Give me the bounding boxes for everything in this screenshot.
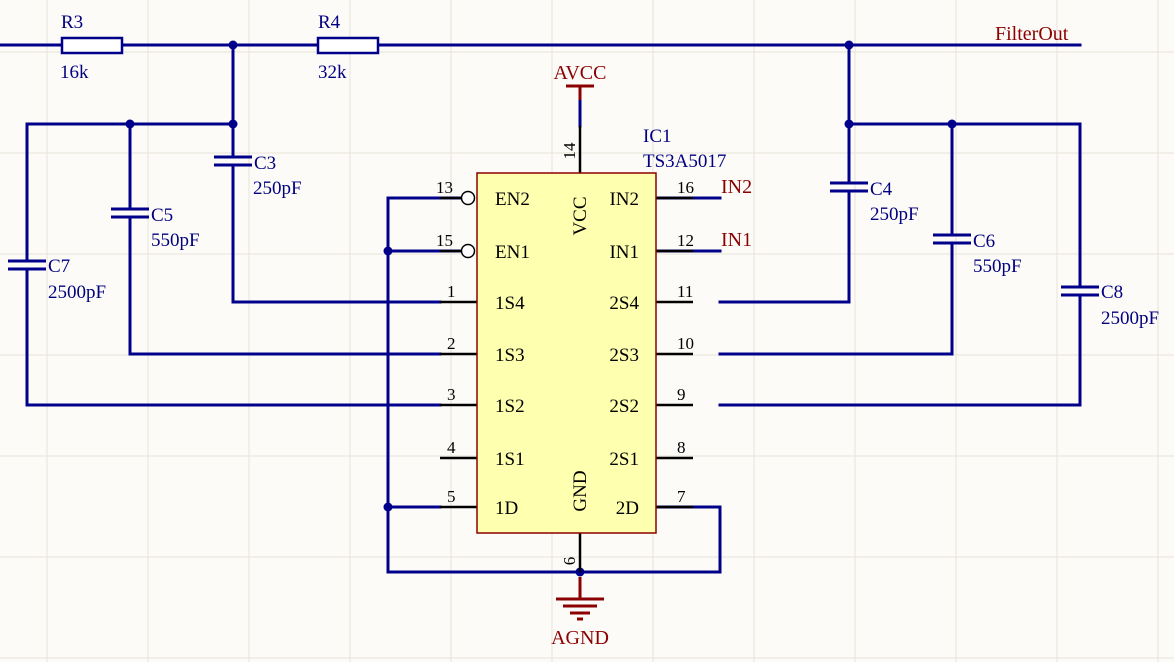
junction-dot — [228, 119, 238, 129]
pin-name-1d: 1D — [495, 498, 518, 519]
junction-dot — [228, 40, 238, 50]
r4-designator: R4 — [318, 12, 341, 33]
c8-value: 2500pF — [1101, 308, 1159, 329]
pin-name-1s3: 1S3 — [495, 345, 525, 366]
pin-name-gnd: GND — [570, 470, 591, 511]
pin-name-en2: EN2 — [495, 189, 530, 210]
pin-number-11: 11 — [677, 282, 693, 301]
pin-number-15: 15 — [436, 231, 453, 250]
ic1-part: TS3A5017 — [643, 151, 726, 172]
capacitor-c6[interactable] — [933, 233, 971, 245]
ic1-body[interactable] — [476, 172, 657, 534]
c4-value: 250pF — [870, 204, 919, 225]
net-label-in2[interactable]: IN2 — [721, 176, 752, 198]
pin-number-9: 9 — [677, 385, 686, 404]
junction-dot — [844, 40, 854, 50]
c3-value: 250pF — [253, 178, 302, 199]
pin-name-2d: 2D — [616, 498, 639, 519]
junction-dot — [844, 119, 854, 129]
junction-dot — [125, 119, 135, 129]
pin-number-8: 8 — [677, 438, 686, 457]
en2-inversion-bubble — [460, 190, 476, 206]
agnd-power-port[interactable] — [556, 577, 604, 621]
resistor-r3-body[interactable] — [60, 36, 124, 55]
agnd-label: AGND — [551, 627, 609, 649]
junction-dots — [125, 40, 957, 577]
pin-number-4: 4 — [447, 438, 456, 457]
pin-name-en1: EN1 — [495, 242, 530, 263]
pin-number-10: 10 — [677, 334, 694, 353]
resistor-r4-body[interactable] — [316, 36, 380, 55]
c7-value: 2500pF — [48, 282, 106, 303]
pin-name-2s3: 2S3 — [609, 345, 639, 366]
pin-name-in2: IN2 — [609, 189, 639, 210]
c6-designator: C6 — [973, 231, 995, 252]
c7-designator: C7 — [48, 256, 70, 277]
pin-number-13: 13 — [436, 178, 453, 197]
pin-number-1: 1 — [447, 282, 456, 301]
pin-name-2s1: 2S1 — [609, 449, 639, 470]
c4-designator: C4 — [870, 179, 893, 200]
capacitor-c8[interactable] — [1061, 285, 1099, 297]
pin-name-1s2: 1S2 — [495, 396, 525, 417]
pin-name-1s1: 1S1 — [495, 449, 525, 470]
capacitors — [8, 155, 1099, 297]
pin-number-6: 6 — [560, 557, 579, 566]
c5-designator: C5 — [151, 205, 173, 226]
avcc-label: AVCC — [554, 62, 607, 84]
pin-name-2s2: 2S2 — [609, 396, 639, 417]
pin-name-1s4: 1S4 — [495, 293, 525, 314]
c3-designator: C3 — [254, 153, 276, 174]
pin-number-3: 3 — [447, 385, 456, 404]
ic1-designator: IC1 — [643, 126, 672, 147]
pin-number-5: 5 — [447, 487, 456, 506]
avcc-power-port[interactable] — [566, 84, 594, 100]
capacitor-c3[interactable] — [214, 155, 252, 167]
net-labels: FilterOut IN2 IN1 — [721, 23, 1069, 251]
c5-value: 550pF — [151, 230, 200, 251]
net-label-in1[interactable]: IN1 — [721, 229, 752, 251]
pin-number-14: 14 — [560, 142, 579, 160]
capacitor-c5[interactable] — [111, 207, 149, 219]
net-label-filterout[interactable]: FilterOut — [995, 23, 1069, 45]
r4-value: 32k — [318, 62, 347, 83]
pin-name-vcc: VCC — [570, 196, 591, 235]
capacitor-labels: C3 250pF C5 550pF C7 2500pF C4 250pF C6 … — [48, 153, 1159, 329]
c6-value: 550pF — [973, 256, 1022, 277]
ic-pin-lines — [440, 126, 693, 572]
capacitor-c4[interactable] — [830, 181, 868, 193]
pin-number-2: 2 — [447, 334, 456, 353]
en1-inversion-bubble — [460, 243, 476, 259]
pin-number-16: 16 — [677, 178, 694, 197]
r3-designator: R3 — [61, 12, 83, 33]
junction-dot — [947, 119, 957, 129]
junction-dot — [383, 502, 393, 512]
pin-number-12: 12 — [677, 231, 694, 250]
resistors: R3 16k R4 32k — [60, 12, 380, 83]
capacitor-c7[interactable] — [8, 259, 46, 271]
pin-name-in1: IN1 — [609, 242, 639, 263]
pin-number-7: 7 — [677, 487, 686, 506]
ic1-switch: IC1 TS3A5017 13 15 1 2 3 4 5 16 12 11 10… — [436, 126, 726, 572]
pin-name-2s4: 2S4 — [609, 293, 639, 314]
c8-designator: C8 — [1101, 282, 1123, 303]
junction-dot — [383, 246, 393, 256]
power-symbols: AVCC AGND — [551, 62, 609, 649]
r3-value: 16k — [60, 62, 89, 83]
